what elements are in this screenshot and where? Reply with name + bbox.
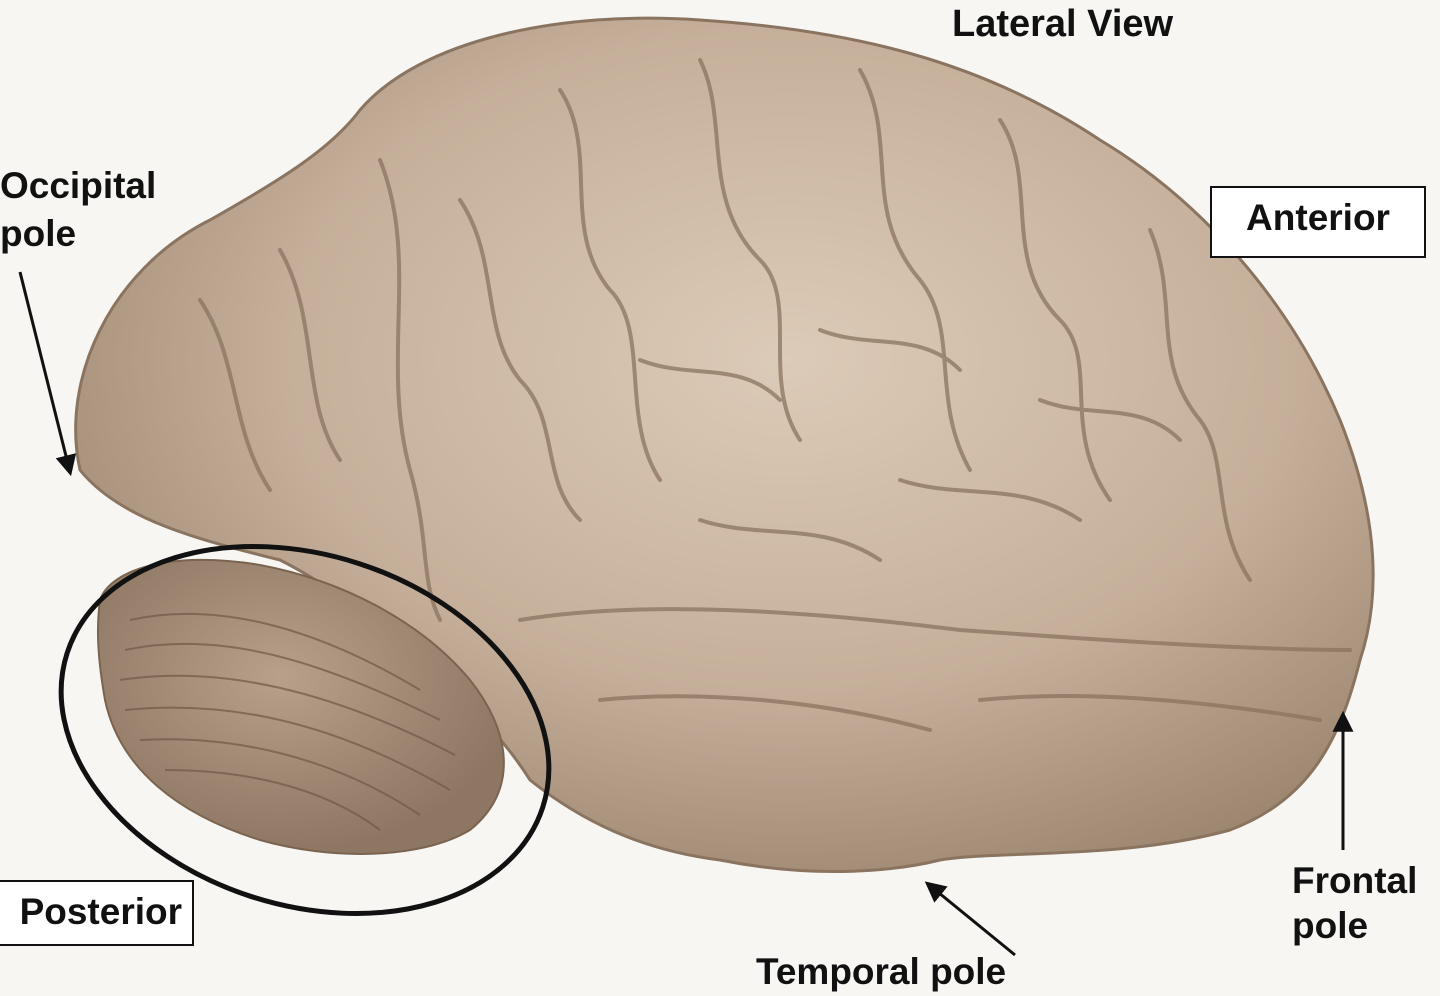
cerebral-gyri bbox=[198, 58, 1352, 732]
cerebellum-highlight-circle bbox=[58, 544, 552, 916]
anterior-label: Anterior bbox=[1210, 186, 1426, 258]
cerebellum bbox=[96, 558, 505, 855]
occipital-pole-arrow bbox=[18, 271, 77, 477]
temporal-pole-label: Temporal pole bbox=[756, 951, 1007, 992]
posterior-label: Posterior bbox=[0, 880, 194, 946]
frontal-pole-label: Frontal pole bbox=[1292, 860, 1418, 947]
cerebrum bbox=[74, 16, 1375, 874]
view-title: Lateral View bbox=[952, 3, 1174, 45]
temporal-pole-arrow bbox=[924, 881, 1016, 957]
cerebellar-folia bbox=[119, 612, 456, 831]
occipital-pole-label: Occipital pole bbox=[0, 165, 157, 255]
